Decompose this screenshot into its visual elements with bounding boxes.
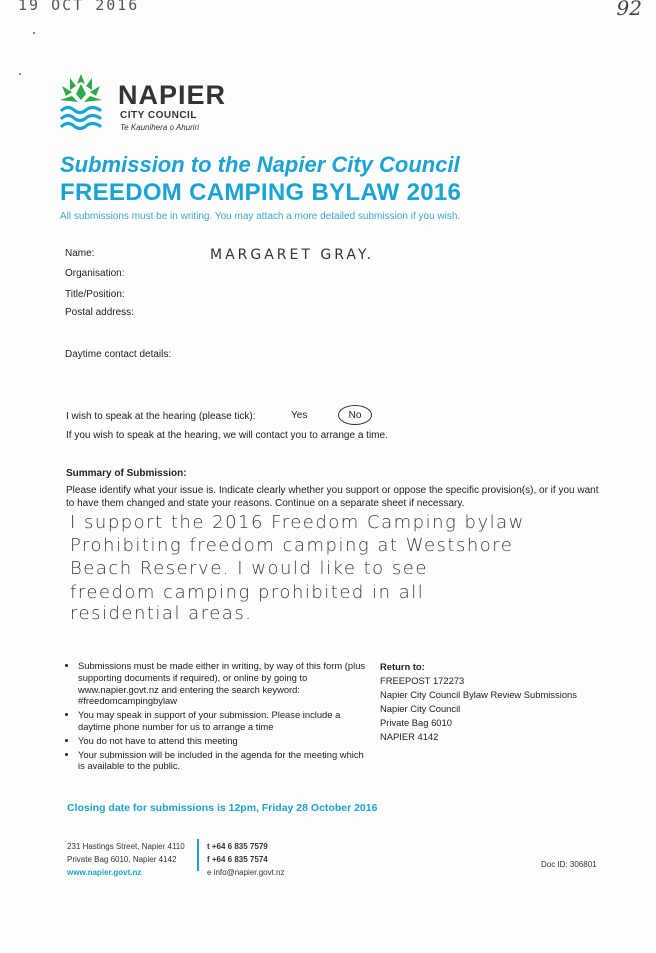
name-label: Name: xyxy=(65,248,95,259)
return-line: Private Bag 6010 xyxy=(380,717,452,728)
summary-handwritten-line: Beach Reserve. I would like to see xyxy=(70,558,428,579)
name-field[interactable]: MARGARET GRAY. xyxy=(210,247,375,263)
napier-logo-icon xyxy=(60,74,102,131)
footer-address: 231 Hastings Street, Napier 4110 Private… xyxy=(67,840,185,879)
footer-street-address: 231 Hastings Street, Napier 4110 xyxy=(67,842,185,851)
return-address-block: Return to: FREEPOST 172273 Napier City C… xyxy=(380,660,577,744)
received-date-stamp: 19 OCT 2016 xyxy=(18,0,140,14)
logo-maori-name: Te Kaunihera o Ahuriri xyxy=(120,123,200,132)
title-position-label: Title/Position: xyxy=(65,289,125,300)
summary-handwritten-line: I support the 2016 Freedom Camping bylaw xyxy=(70,512,525,533)
scan-speck xyxy=(33,32,35,34)
footer-postal-address: Private Bag 6010, Napier 4142 xyxy=(67,855,177,864)
contact-note: If you wish to speak at the hearing, we … xyxy=(66,430,388,441)
return-heading: Return to: xyxy=(380,661,425,672)
closing-date-notice: Closing date for submissions is 12pm, Fr… xyxy=(67,802,378,814)
list-item: You may speak in support of your submiss… xyxy=(78,709,368,733)
logo-subtitle: CITY COUNCIL xyxy=(120,110,197,121)
instructions-list: Submissions must be made either in writi… xyxy=(64,660,368,774)
intro-text: All submissions must be in writing. You … xyxy=(60,211,461,222)
speak-hearing-label: I wish to speak at the hearing (please t… xyxy=(66,411,256,422)
return-line: NAPIER 4142 xyxy=(380,731,439,742)
summary-handwritten-line: residential areas. xyxy=(70,603,253,624)
return-line: Napier City Council xyxy=(380,703,461,714)
footer-email-link[interactable]: e info@napier.govt.nz xyxy=(207,868,285,877)
organisation-label: Organisation: xyxy=(65,268,125,279)
doc-id: Doc ID: 306801 xyxy=(541,860,597,869)
list-item: Submissions must be made either in writi… xyxy=(78,660,368,707)
speak-no-label: No xyxy=(348,409,362,421)
scan-speck xyxy=(19,73,21,75)
return-line: Napier City Council Bylaw Review Submiss… xyxy=(380,689,577,700)
speak-yes-option[interactable]: Yes xyxy=(291,410,308,421)
daytime-contact-label: Daytime contact details: xyxy=(65,349,172,360)
page-title: Submission to the Napier City Council xyxy=(60,152,460,177)
handwritten-page-number: 92 xyxy=(616,0,642,20)
footer-divider xyxy=(197,839,199,871)
footer-website-link[interactable]: www.napier.govt.nz xyxy=(67,868,142,877)
postal-address-label: Postal address: xyxy=(65,307,134,318)
summary-heading: Summary of Submission: xyxy=(66,468,187,479)
list-item: You do not have to attend this meeting xyxy=(78,735,368,747)
logo-wordmark: NAPIER xyxy=(118,80,227,110)
summary-handwritten-line: Prohibiting freedom camping at Westshore xyxy=(70,535,514,556)
return-line: FREEPOST 172273 xyxy=(380,675,465,686)
page-subtitle: FREEDOM CAMPING BYLAW 2016 xyxy=(60,179,462,206)
speak-no-option[interactable]: No xyxy=(338,405,372,425)
summary-handwritten-line: freedom camping prohibited in all xyxy=(70,582,425,603)
list-item: Your submission will be included in the … xyxy=(78,749,368,773)
footer-fax: f +64 6 835 7574 xyxy=(207,855,268,864)
summary-instructions: Please identify what your issue is. Indi… xyxy=(66,485,599,509)
footer-contact: t +64 6 835 7579 f +64 6 835 7574 e info… xyxy=(207,840,285,879)
footer-phone: t +64 6 835 7579 xyxy=(207,842,268,851)
